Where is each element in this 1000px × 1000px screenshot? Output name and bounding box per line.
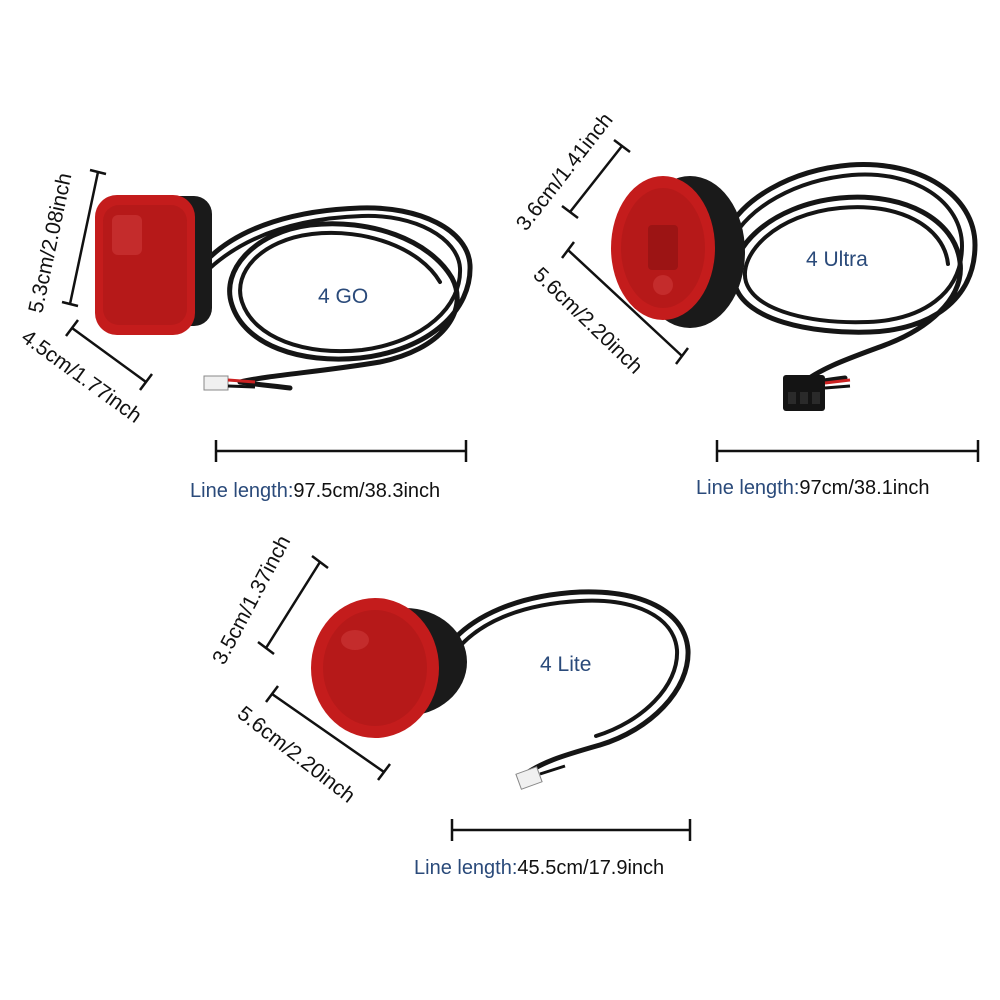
line-length-label-4lite: Line length: <box>414 857 517 879</box>
cable-4lite <box>442 589 691 781</box>
line-length-value-4lite: 45.5cm/17.9inch <box>517 857 664 879</box>
model-label-4lite: 4 Lite <box>540 653 591 676</box>
line-length-value-4go: 97.5cm/38.3inch <box>293 480 440 502</box>
connector-4go <box>203 375 256 391</box>
dimension-width-4ultra <box>561 241 689 365</box>
model-label-4ultra: 4 Ultra <box>806 248 868 271</box>
line-length-text-4go: Line length:97.5cm/38.3inch <box>190 480 440 502</box>
height-label-4lite: 3.5cm/1.37inch <box>208 532 295 669</box>
product-4go: 5.3cm/2.08inch 4.5cm/1.77inch 4 GO Line … <box>17 168 473 502</box>
connector-4lite <box>515 764 566 790</box>
line-length-value-4ultra: 97cm/38.1inch <box>799 477 929 499</box>
line-length-bar-4lite <box>450 819 692 841</box>
line-length-text-4lite: Line length:45.5cm/17.9inch <box>414 857 664 879</box>
lamp-4go <box>95 195 212 335</box>
model-label-4go: 4 GO <box>318 285 368 308</box>
dimension-height-4ultra <box>561 139 631 219</box>
dimension-width-4go <box>65 319 153 391</box>
product-4ultra: 3.6cm/1.41inch 5.6cm/2.20inch 4 Ultra Li… <box>512 109 980 499</box>
dimension-width-4lite <box>265 685 391 781</box>
line-length-label-4go: Line length: <box>190 480 293 502</box>
cable-4ultra <box>722 162 978 388</box>
lamp-4ultra <box>611 176 745 328</box>
height-label-4go: 5.3cm/2.08inch <box>24 171 76 315</box>
dimension-height-4lite <box>257 555 329 655</box>
lamp-4lite <box>311 598 467 738</box>
width-label-4go: 4.5cm/1.77inch <box>17 325 146 427</box>
connector-4ultra <box>783 375 851 411</box>
line-length-label-4ultra: Line length: <box>696 477 799 499</box>
line-length-text-4ultra: Line length:97cm/38.1inch <box>696 477 930 499</box>
line-length-bar-4go <box>214 440 468 462</box>
dimension-height-4go <box>61 168 107 308</box>
product-4lite: 3.5cm/1.37inch 5.6cm/2.20inch 4 Lite Lin… <box>208 532 692 879</box>
line-length-bar-4ultra <box>715 440 980 462</box>
